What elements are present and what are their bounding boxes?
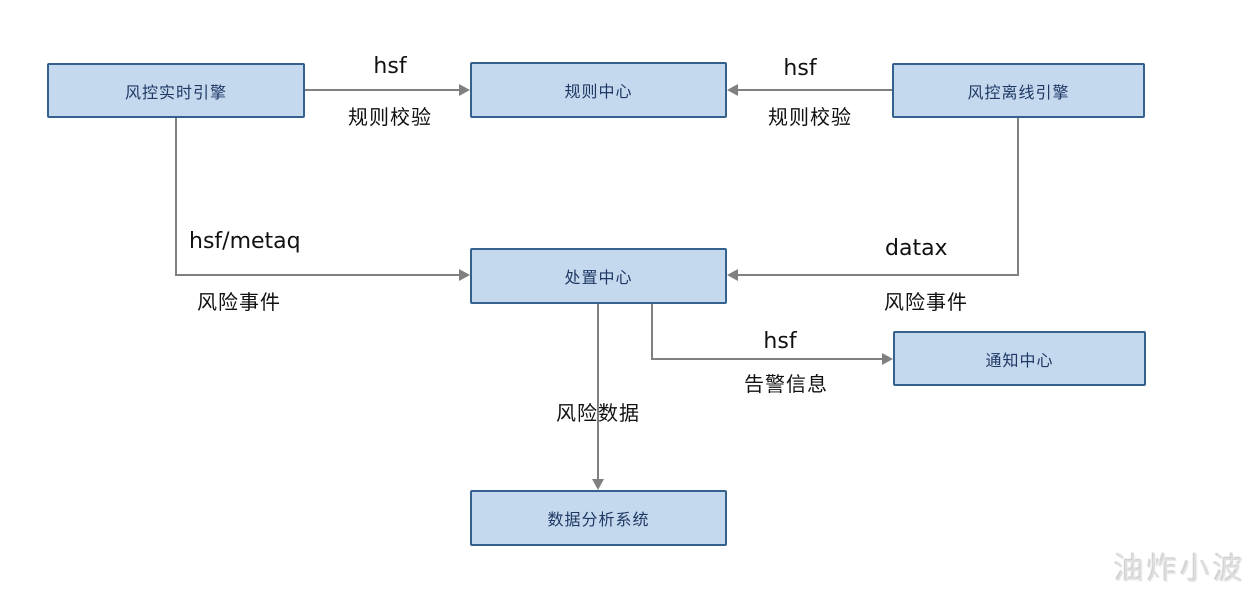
edge-disposal-to-analysis-arrowhead-icon [592,479,604,490]
node-rule-center-label: 规则中心 [564,82,633,101]
node-notify-center-label: 通知中心 [985,350,1054,370]
node-offline-engine-label: 风控离线引擎 [967,82,1070,102]
edge-realtime-to-disposal-line-horizontal [175,274,461,276]
node-rule-center: 规则中心 [470,62,727,118]
edge-offline-to-rule-arrowhead-icon [727,84,738,96]
edge-realtime-to-disposal-protocol-label: hsf/metaq [189,229,301,254]
node-offline-engine: 风控离线引擎 [892,63,1145,118]
node-disposal-center-label: 处置中心 [564,268,633,287]
watermark: 油炸小波 [1114,552,1246,587]
edge-offline-to-disposal-arrowhead-icon [727,269,738,281]
edge-realtime-to-disposal-line-vertical [175,118,177,275]
edge-realtime-to-disposal-desc-label: 风险事件 [197,290,281,314]
node-realtime-engine: 风控实时引擎 [47,63,305,118]
node-disposal-center: 处置中心 [470,248,727,304]
node-notify-center: 通知中心 [893,331,1146,386]
edge-realtime-to-rule-protocol-label: hsf [373,54,407,79]
node-data-analysis: 数据分析系统 [470,490,727,546]
node-realtime-engine-label: 风控实时引擎 [124,82,227,102]
edge-offline-to-rule-line [736,89,892,91]
edge-realtime-to-rule-arrowhead-icon [459,84,470,96]
edge-offline-to-rule-desc-label: 规则校验 [768,105,852,129]
edge-realtime-to-rule-line [305,89,461,91]
node-data-analysis-label: 数据分析系统 [547,510,650,529]
edge-disposal-to-analysis-desc-label: 风险数据 [556,401,640,425]
edge-disposal-to-notify-arrowhead-icon [882,353,893,365]
edge-disposal-to-notify-line-vertical [651,304,653,360]
edge-disposal-to-analysis-line [597,304,599,481]
edge-offline-to-disposal-protocol-label: datax [885,236,948,261]
edge-realtime-to-disposal-arrowhead-icon [459,269,470,281]
edge-offline-to-rule-protocol-label: hsf [783,56,817,81]
edge-disposal-to-notify-desc-label: 告警信息 [744,372,828,396]
edge-disposal-to-notify-protocol-label: hsf [763,329,797,354]
edge-offline-to-disposal-line-vertical [1017,118,1019,275]
edge-offline-to-disposal-desc-label: 风险事件 [884,290,968,314]
edge-disposal-to-notify-line-horizontal [651,358,884,360]
edge-offline-to-disposal-line-horizontal [736,274,1019,276]
edge-realtime-to-rule-desc-label: 规则校验 [348,105,432,129]
